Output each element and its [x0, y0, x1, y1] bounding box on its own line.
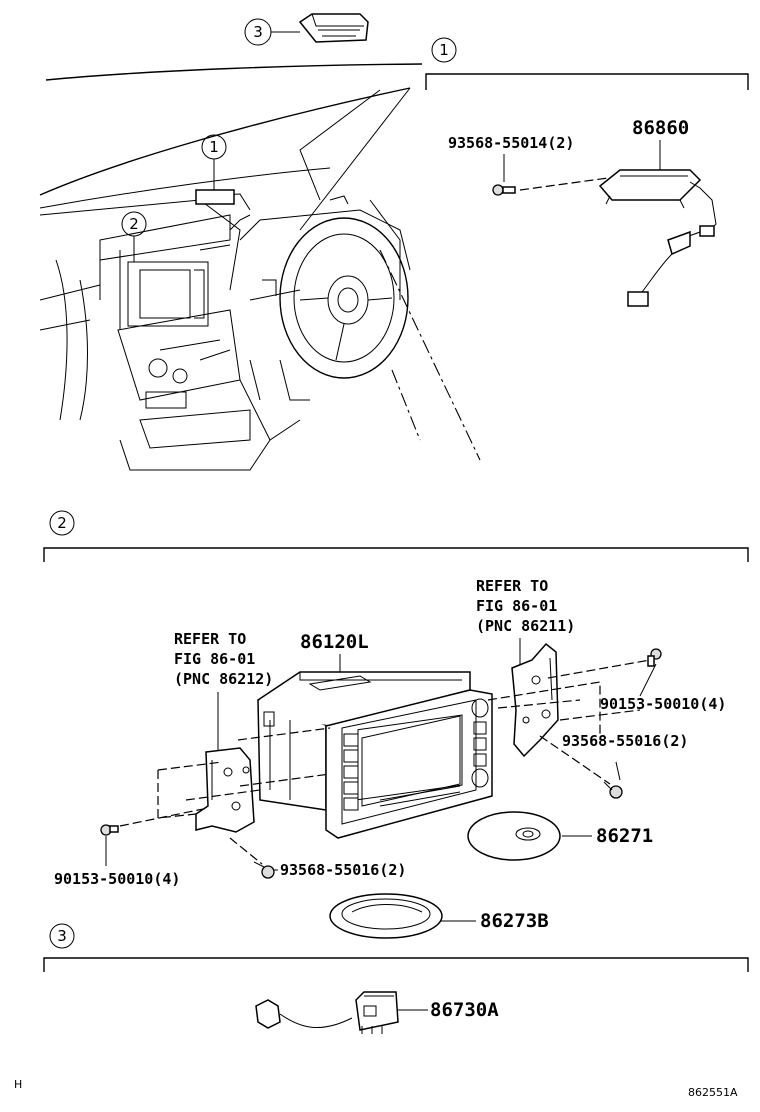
svg-text:86271: 86271	[596, 825, 653, 847]
section-2-header: 2	[43, 510, 749, 562]
svg-text:2: 2	[129, 215, 139, 233]
svg-text:(PNC 86211): (PNC 86211)	[476, 617, 575, 635]
svg-text:REFER TO: REFER TO	[174, 630, 246, 648]
dash-callout-2: 2	[121, 211, 147, 262]
section-3-header: 3	[43, 923, 749, 972]
svg-text:3: 3	[253, 23, 263, 41]
refer-note-left: REFER TO FIG 86-01 (PNC 86212)	[174, 630, 273, 752]
ring-86273B-image	[329, 893, 443, 939]
refer-note-right: REFER TO FIG 86-01 (PNC 86211)	[476, 577, 575, 672]
roof-module-image	[298, 13, 369, 43]
label-86860: 86860	[632, 117, 689, 174]
svg-text:90153-50010(4): 90153-50010(4)	[600, 695, 726, 713]
svg-text:2: 2	[57, 514, 67, 532]
svg-text:862551A: 862551A	[688, 1086, 738, 1099]
callout-top-3: 3	[244, 18, 300, 46]
svg-text:FIG 86-01: FIG 86-01	[174, 650, 255, 668]
label-86273B: 86273B	[440, 910, 549, 932]
svg-text:FIG 86-01: FIG 86-01	[476, 597, 557, 615]
svg-text:86730A: 86730A	[430, 999, 499, 1021]
label-93568-55016-bottom: 93568-55016(2)	[274, 861, 406, 879]
label-90153-left: 90153-50010(4)	[54, 870, 180, 888]
footer: H 862551A	[14, 1078, 738, 1099]
bolt-90153-left-image	[100, 824, 119, 866]
bracket-left-image	[195, 747, 255, 833]
svg-text:(PNC 86212): (PNC 86212)	[174, 670, 273, 688]
screw-93568-55016-right-image	[603, 761, 623, 799]
label-93568-55014: 93568-55014(2)	[448, 134, 574, 182]
bolt-90153-right-image	[647, 648, 662, 667]
svg-text:93568-55016(2): 93568-55016(2)	[280, 861, 406, 879]
bracket-right-image	[511, 642, 559, 758]
nav-unit-86120L-image	[256, 671, 493, 839]
svg-text:86860: 86860	[632, 117, 689, 139]
svg-text:3: 3	[57, 927, 67, 945]
svg-text:1: 1	[209, 138, 219, 156]
connector-86730A-image	[255, 991, 399, 1034]
assembly-lines	[119, 659, 651, 865]
label-86730A: 86730A	[398, 999, 499, 1021]
bolt-93568-55014-image	[492, 177, 609, 196]
section-1-header: 1	[425, 37, 749, 90]
svg-text:REFER TO: REFER TO	[476, 577, 548, 595]
dash-callout-1: 1	[201, 134, 227, 190]
svg-text:86120L: 86120L	[300, 631, 369, 653]
screw-93568-55016-bottom-image	[253, 861, 275, 879]
svg-text:1: 1	[439, 41, 449, 59]
svg-text:H: H	[14, 1078, 22, 1091]
label-93568-55016-right: 93568-55016(2)	[562, 732, 688, 750]
svg-text:93568-55014(2): 93568-55014(2)	[448, 134, 574, 152]
svg-text:93568-55016(2): 93568-55016(2)	[562, 732, 688, 750]
svg-text:90153-50010(4): 90153-50010(4)	[54, 870, 180, 888]
svg-text:86273B: 86273B	[480, 910, 549, 932]
module-86860-image	[598, 169, 717, 307]
disc-86271-image	[467, 811, 561, 861]
dashboard-illustration	[39, 63, 481, 471]
label-90153-right: 90153-50010(4)	[600, 663, 726, 713]
label-86271: 86271	[562, 825, 653, 847]
